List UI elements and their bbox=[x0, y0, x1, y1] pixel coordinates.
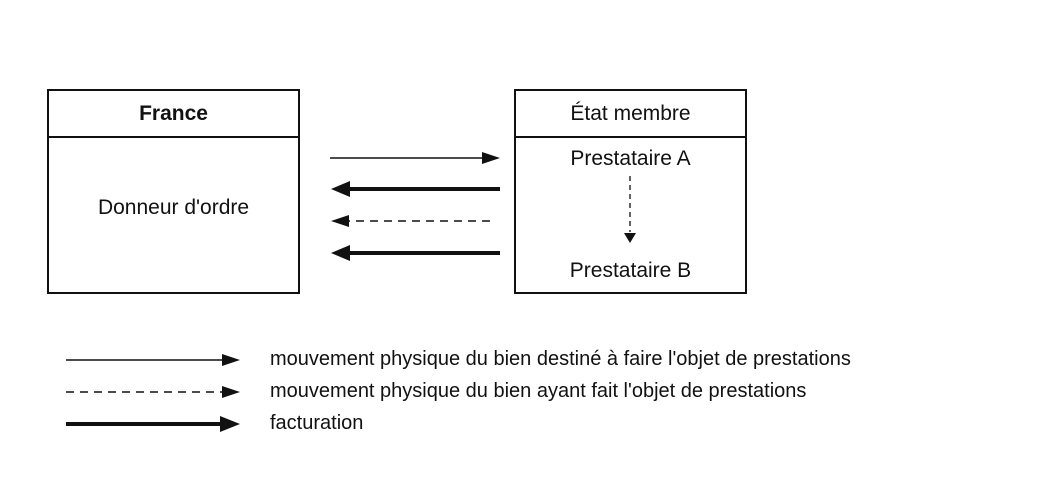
france-box-title: France bbox=[49, 91, 298, 138]
arrow-goods-returned bbox=[331, 215, 490, 227]
arrow-goods-to-provider bbox=[330, 152, 500, 164]
arrow-invoicing-1 bbox=[331, 181, 500, 197]
donneur-dordre-label: Donneur d'ordre bbox=[97, 196, 250, 219]
prestataire-b-label: Prestataire B bbox=[569, 259, 692, 282]
legend-label-goods-returned: mouvement physique du bien ayant fait l'… bbox=[270, 380, 807, 402]
france-box: France Donneur d'ordre bbox=[47, 89, 300, 294]
legend-dashed-arrow bbox=[66, 386, 240, 398]
legend-label-goods-to-provider: mouvement physique du bien destiné à fai… bbox=[270, 348, 851, 370]
prestataire-a-label: Prestataire A bbox=[570, 147, 691, 170]
etat-membre-box-title: État membre bbox=[516, 91, 745, 138]
legend-thick-solid-arrow bbox=[66, 416, 240, 432]
legend-thin-solid-arrow bbox=[66, 354, 240, 366]
etat-membre-box: État membre Prestataire A Prestataire B bbox=[514, 89, 747, 294]
legend-label-invoicing: facturation bbox=[270, 412, 364, 434]
arrow-invoicing-2 bbox=[331, 245, 500, 261]
